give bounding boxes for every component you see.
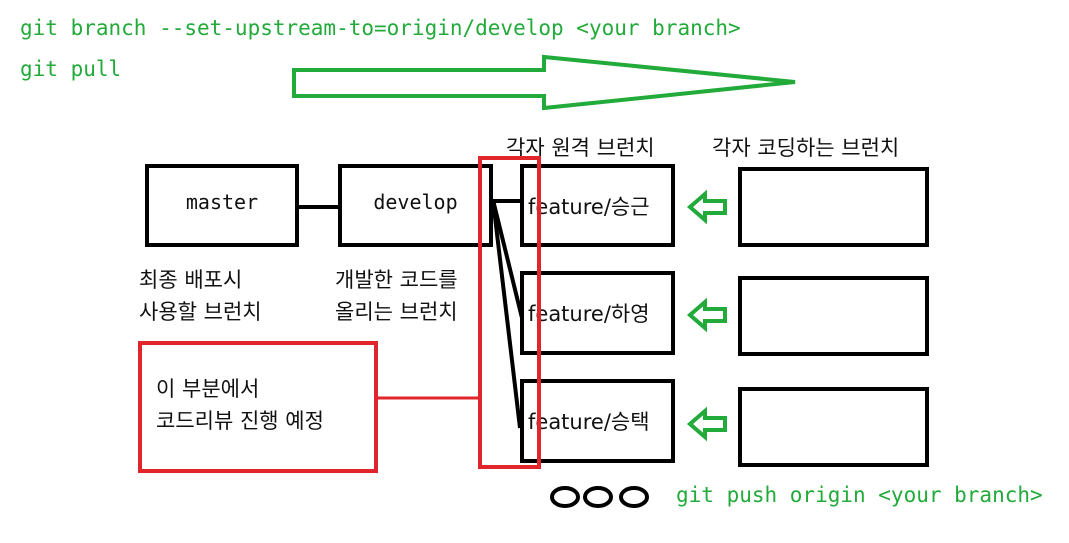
coding-branches-header: 각자 코딩하는 브런치	[712, 136, 900, 160]
master-description: 최종 배포시 사용할 브런치	[139, 264, 262, 328]
develop-description-line: 개발한 코드를	[335, 268, 458, 292]
left-arrow-icon	[686, 297, 727, 333]
local-branch-box	[738, 387, 929, 467]
push-command: git push origin <your branch>	[676, 483, 1043, 507]
feature-branch-label: feature/하영	[528, 302, 650, 326]
review-note-text: 이 부분에서 코드리뷰 진행 예정	[156, 373, 324, 437]
right-arrow-icon	[292, 54, 796, 111]
develop-branch-label: develop	[373, 189, 458, 214]
develop-branch-box: develop	[338, 164, 493, 247]
pull-command: git pull	[20, 57, 122, 81]
local-branch-box	[738, 167, 929, 247]
set-upstream-command: git branch --set-upstream-to=origin/deve…	[20, 16, 741, 40]
review-note-line: 이 부분에서	[156, 377, 260, 401]
feature-branch-box: feature/승근	[520, 164, 675, 247]
local-branch-box	[738, 276, 929, 356]
develop-description: 개발한 코드를 올리는 브런치	[335, 264, 458, 328]
develop-feature3-connector	[491, 199, 522, 429]
feature-branch-box: feature/승택	[520, 379, 675, 463]
feature-branch-label: feature/승택	[528, 410, 650, 434]
master-branch-box: master	[145, 164, 299, 247]
left-arrow-icon	[686, 189, 727, 225]
master-branch-label: master	[185, 189, 259, 214]
develop-description-line: 올리는 브런치	[335, 300, 458, 324]
review-note-box: 이 부분에서 코드리뷰 진행 예정	[138, 341, 378, 473]
master-description-line: 사용할 브런치	[139, 300, 262, 324]
ellipsis-circles-icon	[550, 486, 649, 508]
review-note-line: 코드리뷰 진행 예정	[156, 409, 324, 433]
master-description-line: 최종 배포시	[139, 268, 243, 292]
feature-branch-label: feature/승근	[528, 194, 650, 219]
left-arrow-icon	[686, 406, 727, 442]
review-highlight-box	[478, 156, 541, 469]
feature-branch-box: feature/하영	[520, 271, 675, 355]
develop-feature2-connector	[491, 199, 524, 319]
